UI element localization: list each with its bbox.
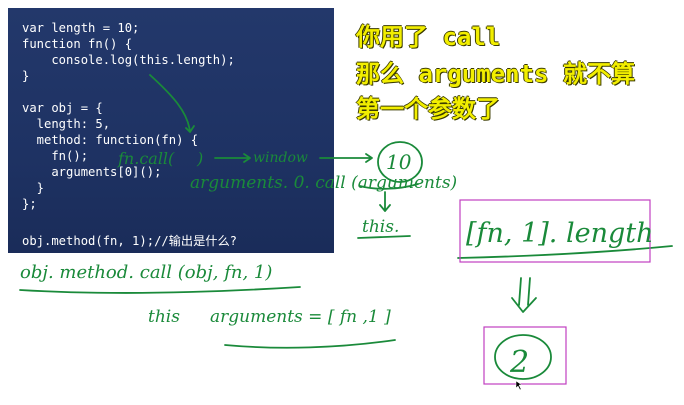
window-annotation: window — [253, 150, 308, 166]
curve-arrow-to-fn-call — [149, 74, 195, 133]
circle-two — [494, 334, 552, 380]
array-underline — [457, 245, 673, 259]
this-underline — [357, 235, 411, 239]
arrow-to-window — [214, 153, 251, 163]
code-line: console.log(this.length); — [22, 53, 235, 67]
arrow-to-ten — [319, 153, 373, 163]
code-line: method: function(fn) { — [22, 133, 199, 147]
arguments-eq-annotation: arguments = [ fn ,1 ] — [210, 307, 391, 327]
code-line: } — [22, 69, 30, 83]
this-annotation: this. — [362, 217, 399, 237]
circle-ten — [377, 141, 423, 183]
arguments-underline — [359, 183, 419, 190]
arrow-down-to-this — [379, 191, 391, 212]
code-line: obj.method(fn, 1);//输出是什么? — [22, 234, 238, 248]
paren-close-annotation: ) — [196, 149, 203, 168]
code-line: length: 5, — [22, 117, 111, 131]
code-panel: var length = 10; function fn() { console… — [8, 8, 334, 253]
highlight-box-array — [459, 199, 651, 263]
method-call-underline — [19, 286, 301, 294]
headline-line-2: 那么 arguments 就不算 — [356, 60, 635, 88]
headline-line-1: 你用了 call — [356, 23, 501, 51]
code-line: var obj = { — [22, 101, 103, 115]
fn-call-annotation: fn.call( — [117, 149, 175, 168]
method-call-annotation: obj. method. call (obj, fn, 1) — [20, 262, 272, 283]
two-annotation: 2 — [509, 345, 529, 380]
array-length-annotation: [fn, 1]. length — [466, 218, 653, 249]
this-under-annotation: this — [148, 307, 180, 327]
headline-line-3: 第一个参数了 — [356, 95, 500, 123]
arguments-call-annotation: arguments. 0. call (arguments) — [190, 173, 457, 193]
mouse-cursor-icon — [515, 380, 523, 391]
code-line: function fn() { — [22, 37, 133, 51]
highlight-box-two — [483, 326, 567, 385]
double-arrow-down — [511, 277, 537, 313]
arguments-under-underline — [224, 339, 396, 349]
code-line: var length = 10; — [22, 21, 140, 35]
code-line: } — [22, 181, 45, 195]
code-line: fn(); — [22, 149, 89, 163]
code-line: arguments[0](); — [22, 165, 162, 179]
code-line: }; — [22, 197, 37, 211]
ten-annotation: 10 — [386, 150, 412, 174]
